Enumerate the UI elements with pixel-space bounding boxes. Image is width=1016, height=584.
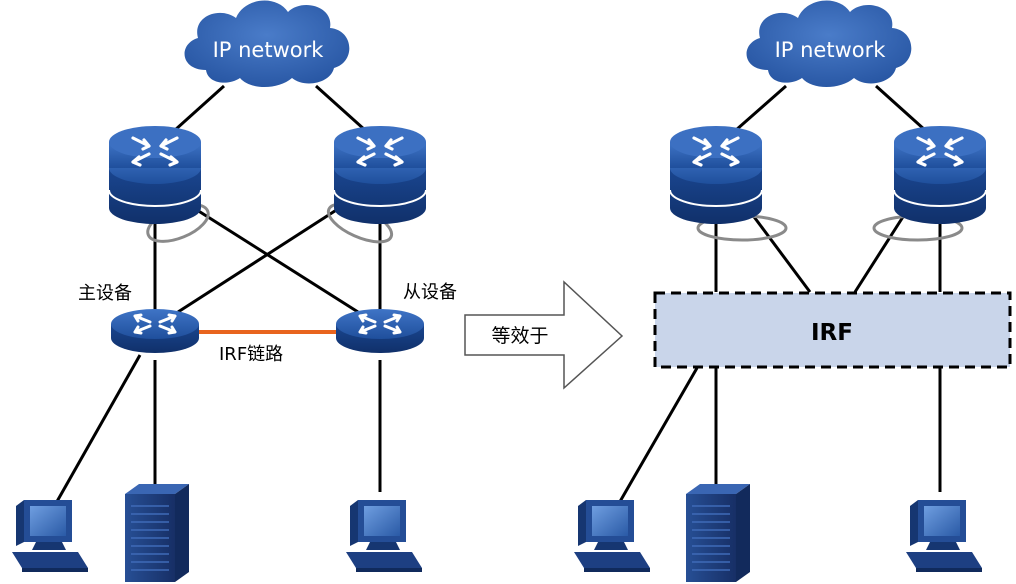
irf-link-label: IRF链路: [219, 344, 283, 365]
core-router-icon: [107, 124, 203, 226]
cloud-label: IP network: [213, 38, 325, 62]
master-device-label: 主设备: [78, 283, 132, 304]
right-topology: IP network IRF: [574, 0, 1012, 583]
cloud-label: IP network: [775, 38, 887, 62]
pc-icon: [906, 500, 982, 572]
right-links: [616, 84, 942, 506]
slave-device-label: 从设备: [403, 282, 457, 303]
pc-icon: [574, 500, 650, 572]
slave-switch-icon: [334, 307, 426, 355]
master-switch-icon: [109, 307, 201, 355]
core-router-icon: [668, 124, 764, 226]
arrow-shape: [464, 280, 624, 390]
equivalent-label: 等效于: [491, 325, 548, 347]
equivalence-arrow: 等效于: [464, 280, 624, 390]
core-router-icon: [892, 124, 988, 226]
server-icon: [124, 483, 190, 583]
left-topology: IP network 主设备 从设备 IRF链路: [12, 0, 457, 583]
pc-icon: [12, 500, 88, 572]
irf-label: IRF: [811, 320, 853, 346]
irf-virtual-device-box: [653, 291, 1012, 369]
server-icon: [685, 483, 751, 583]
core-router-icon: [332, 124, 428, 226]
pc-icon: [346, 500, 422, 572]
